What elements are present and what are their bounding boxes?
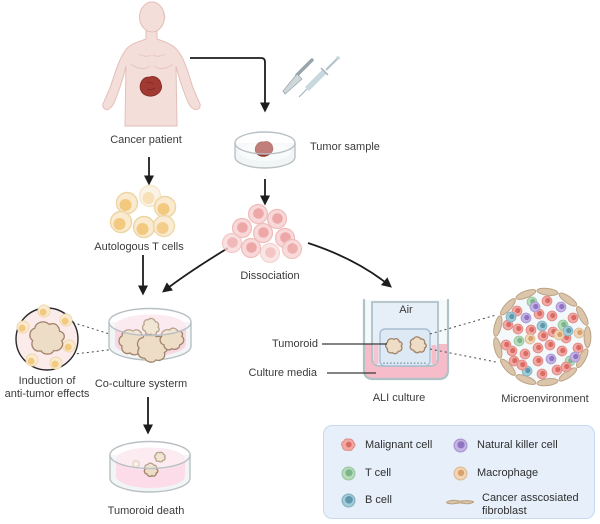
- zoom-dashes-right: [429, 314, 497, 363]
- t-cell-icon: [341, 466, 356, 481]
- legend-label: Natural killer cell: [477, 439, 558, 452]
- macrophage-icon: [453, 466, 468, 481]
- zoom-dashes-left: [66, 320, 117, 356]
- legend-label: T cell: [365, 467, 392, 480]
- tumor-sample-dish: [234, 131, 296, 169]
- legend-item-malignant-cell: Malignant cell: [340, 437, 432, 454]
- membrane-dots: [383, 362, 426, 365]
- flow-arrows: [137, 57, 392, 435]
- microenvironment-circle: [493, 287, 592, 387]
- cancer-patient-figure: [102, 1, 201, 127]
- legend-label: Macrophage: [477, 467, 539, 480]
- legend-label: Malignant cell: [365, 439, 433, 452]
- microenvironment-cells: [500, 295, 585, 380]
- scalpel-icon: [282, 58, 314, 95]
- malignant-cell-icon: [341, 438, 356, 452]
- label-tumor-sample: Tumor sample: [310, 141, 380, 153]
- dissociation-cells: [221, 203, 303, 264]
- natural-killer-cell-icon: [453, 438, 468, 453]
- tumoroid-death-dish: [109, 440, 191, 493]
- label-induction: Induction of anti-tumor effects: [0, 375, 99, 400]
- b-cell-icon: [341, 493, 356, 508]
- leader-lines: [322, 343, 387, 374]
- label-tumoroid-death: Tumoroid death: [107, 505, 185, 517]
- legend-box: Malignant cell T cell B cell Natural kil…: [323, 425, 595, 519]
- label-tumoroid: Tumoroid: [271, 338, 318, 350]
- label-cancer-patient: Cancer patient: [110, 134, 182, 146]
- label-culture-media: Culture media: [248, 367, 317, 379]
- legend-label: Cancer asscosiated fibroblast: [482, 492, 579, 517]
- label-induction-line2: anti-tumor effects: [4, 387, 90, 400]
- tumor-in-abdomen: [139, 76, 162, 97]
- label-dissociation: Dissociation: [240, 270, 300, 282]
- legend-item-t-cell: T cell: [340, 465, 391, 482]
- cancer-associated-fibroblast-icon: [446, 499, 474, 505]
- legend-item-macrophage: Macrophage: [452, 465, 538, 482]
- ali-culture-vessel: [362, 298, 450, 381]
- legend-label: B cell: [365, 494, 392, 507]
- induction-circle: [15, 304, 79, 371]
- legend-item-b-cell: B cell: [340, 492, 392, 509]
- syringe-icon: [298, 56, 340, 98]
- label-co-culture-system: Co-culture systerm: [94, 378, 188, 390]
- label-ali-culture: ALI culture: [372, 392, 426, 404]
- co-culture-dish: [108, 307, 192, 367]
- label-microenvironment: Microenvironment: [501, 393, 589, 405]
- label-autologous-t-cells: Autologous T cells: [94, 241, 184, 253]
- legend-item-natural-killer-cell: Natural killer cell: [452, 437, 558, 454]
- label-induction-line1: Induction of: [18, 375, 76, 387]
- legend-item-fibroblast: Cancer asscosiated fibroblast: [446, 492, 594, 517]
- label-air: Air: [399, 304, 413, 316]
- autologous-t-cells: [109, 184, 177, 239]
